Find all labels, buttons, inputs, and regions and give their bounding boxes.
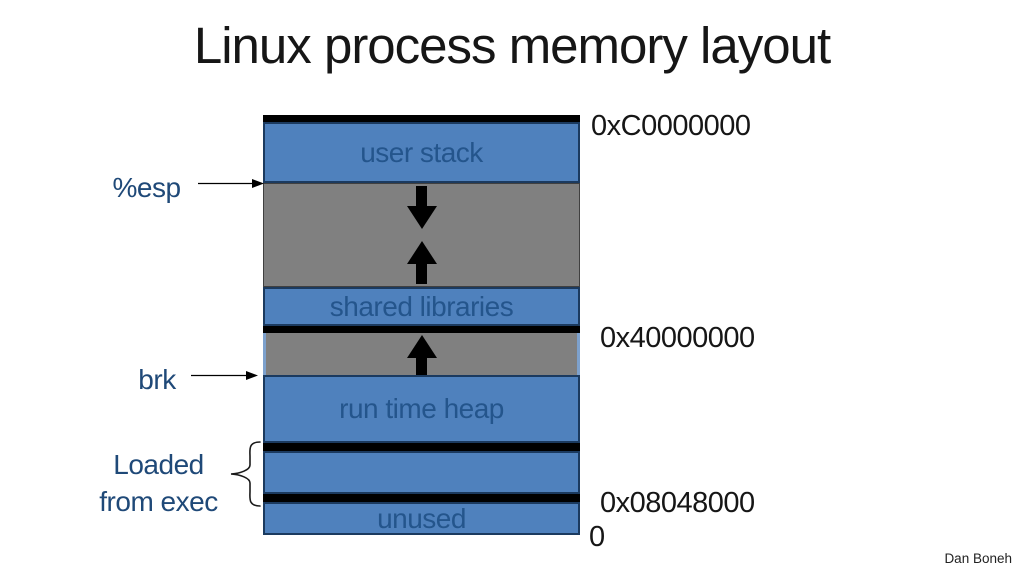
page-title: Linux process memory layout [193,17,831,74]
region-unused: unused [263,502,580,535]
region-label-unused: unused [377,503,466,534]
heap-grow-up-arrow-icon [406,335,437,375]
region-label-run-time-heap: run time heap [339,393,504,424]
arrow-shaft [416,264,427,284]
region-label-shared-libraries: shared libraries [329,291,514,322]
brk-pointer-label: brk [138,364,176,395]
esp-pointer-label: %esp [112,172,181,203]
arrow-head [406,241,437,264]
esp-pointer-arrow-icon [198,179,264,188]
arrow-shaft [416,186,427,206]
memory-top-bar [263,115,580,122]
grow-up-arrow-icon [406,241,437,284]
region-heap-gap [263,333,580,375]
exec-boundary-bar [263,494,580,502]
stack-grow-down-arrow-icon [406,186,437,229]
arrow-head [406,335,437,358]
address-label-top: 0xC0000000 [591,110,751,142]
brk-pointer-arrow-icon [191,371,258,380]
exec-brace-icon [230,441,261,507]
region-label-user-stack: user stack [360,137,483,168]
region-shared-libraries: shared libraries [263,287,580,326]
shared-libraries-boundary-bar [263,326,580,333]
arrow-head [406,206,437,229]
heap-boundary-bar [263,443,580,451]
region-user-stack: user stack [263,122,580,183]
address-label-shared: 0x40000000 [600,322,755,354]
loaded-from-exec-label: Loaded from exec [86,446,231,520]
arrow-shaft [416,358,427,375]
region-exec-segment [263,451,580,494]
loaded-from-exec-line2: from exec [99,486,218,517]
author-credit: Dan Boneh [944,551,1012,566]
address-label-exec: 0x08048000 [600,487,755,519]
region-run-time-heap: run time heap [263,375,580,443]
loaded-from-exec-line1: Loaded [113,449,204,480]
address-label-zero: 0 [589,521,605,553]
region-stack-heap-gap [263,183,580,287]
